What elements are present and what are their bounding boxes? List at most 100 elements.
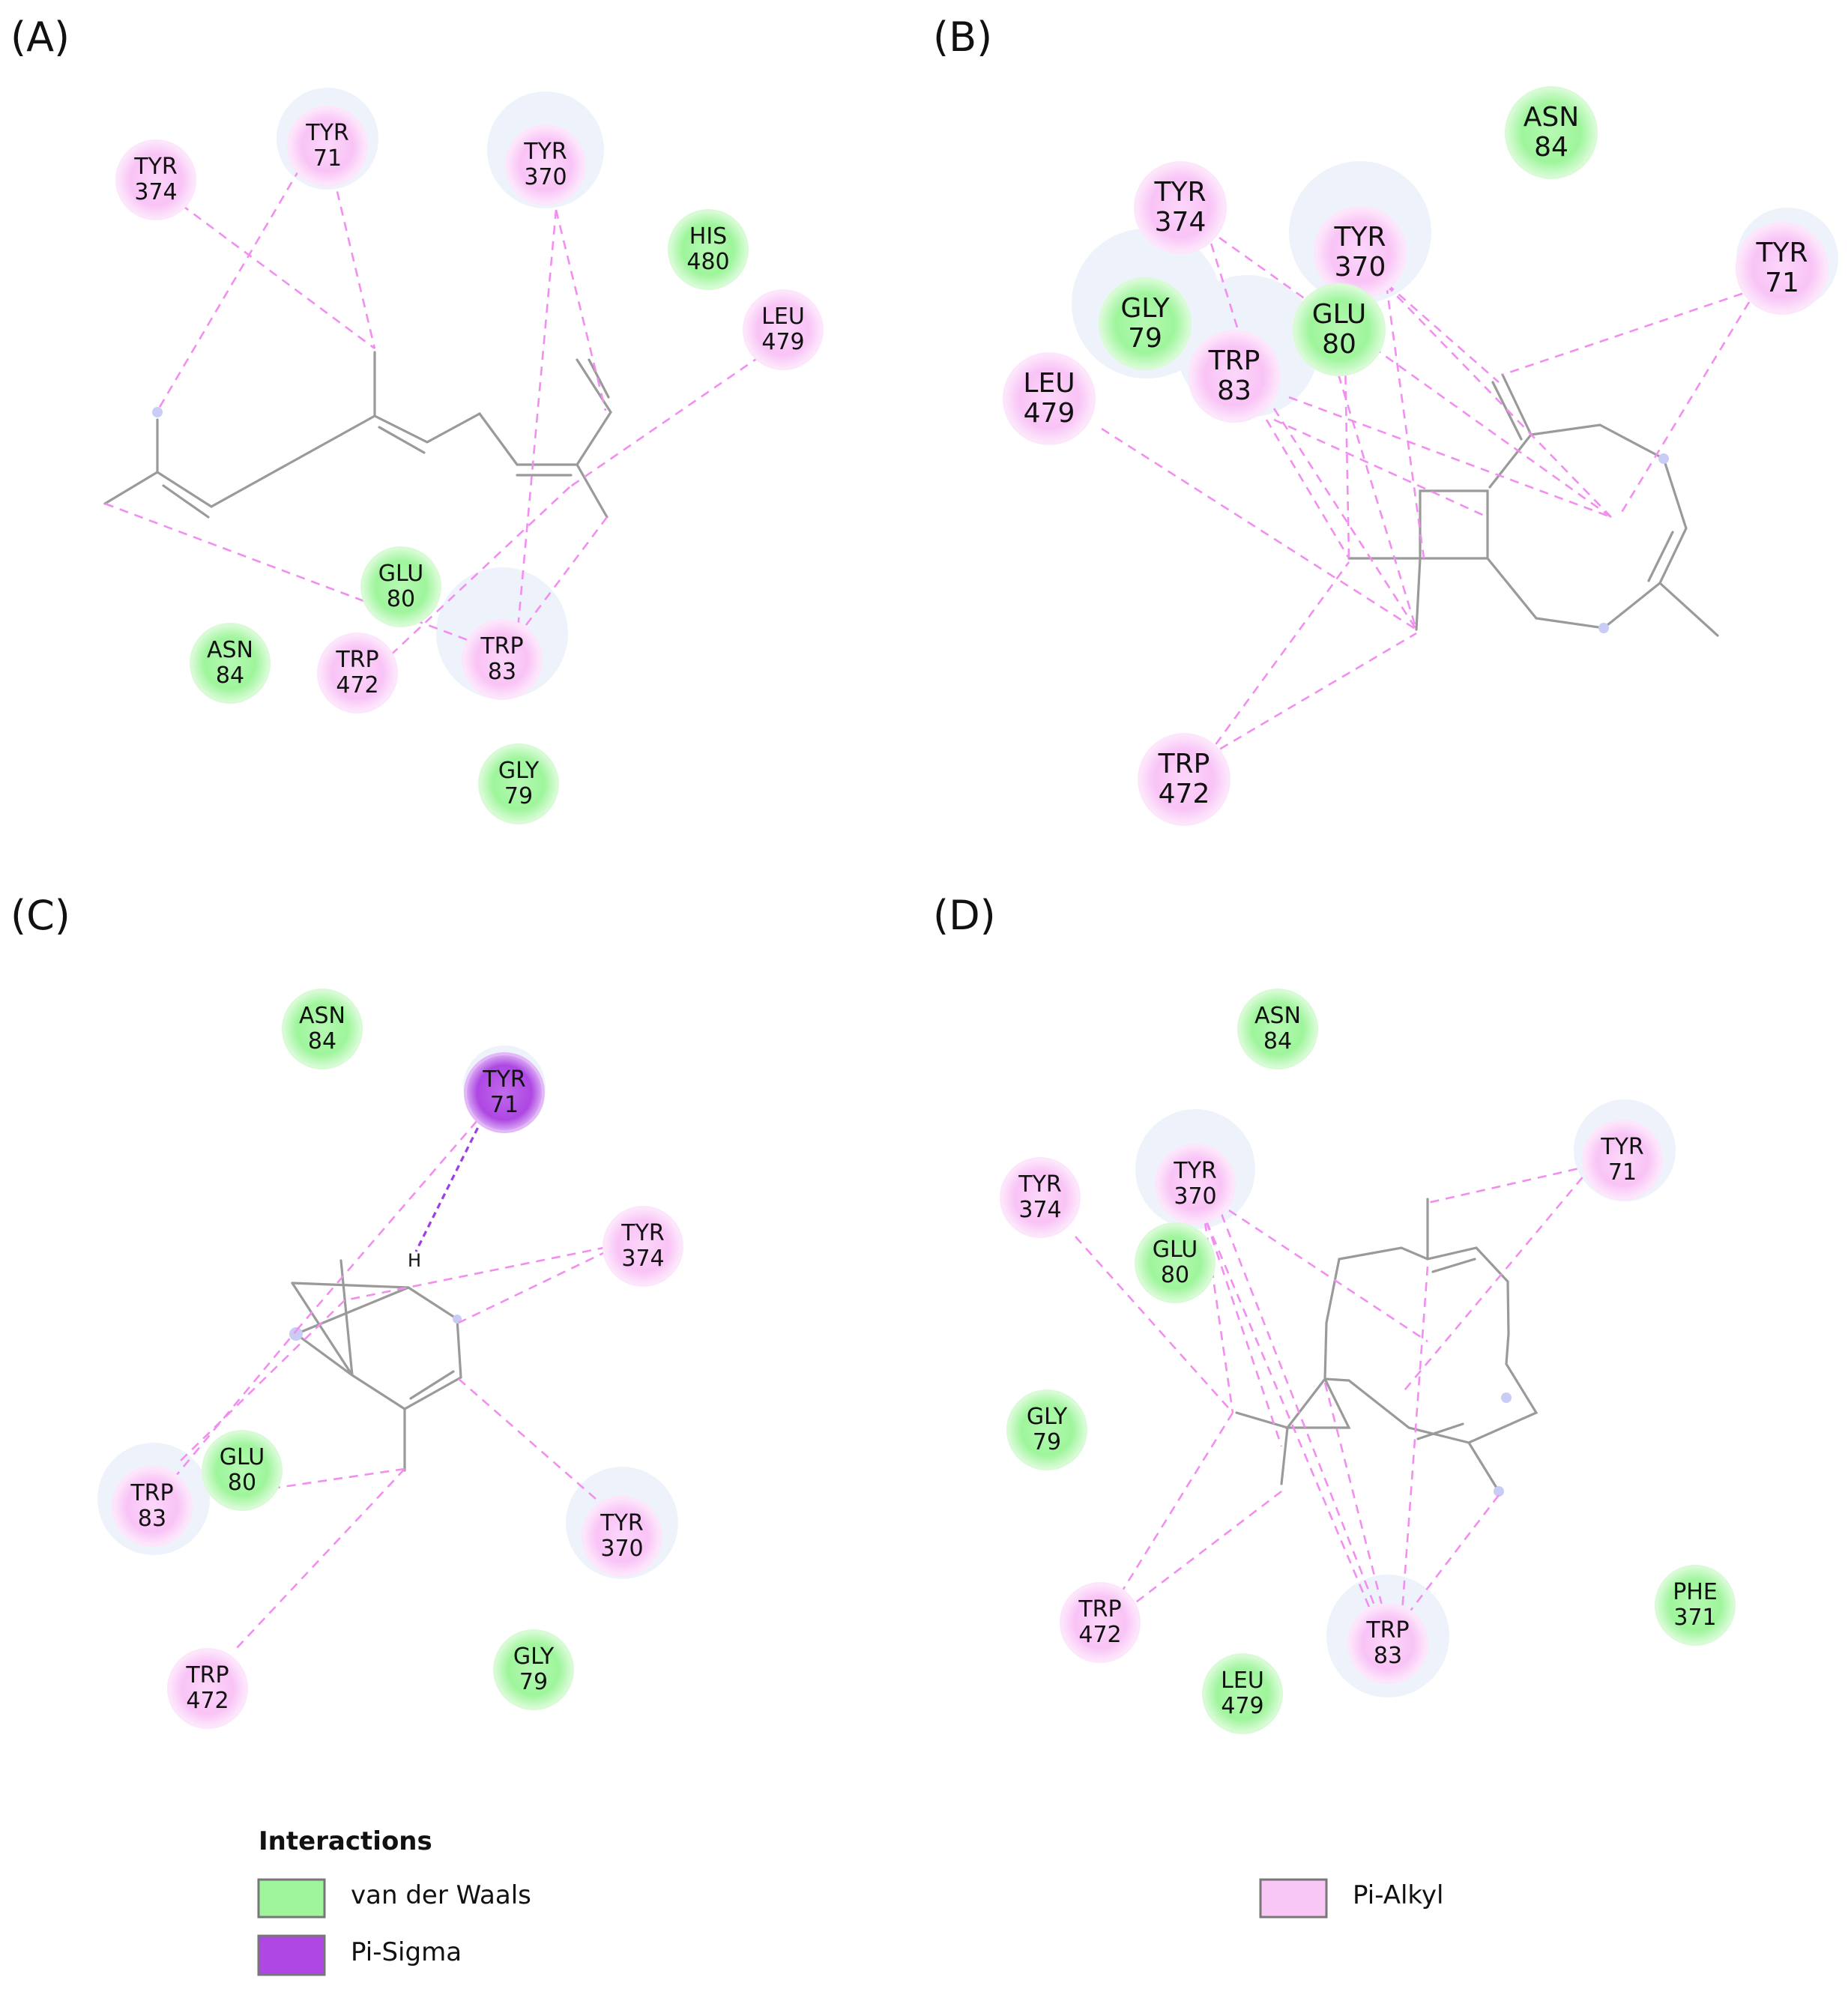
residue-name: LEU — [761, 304, 805, 330]
residue-circle — [505, 124, 586, 205]
residue-name: TYR — [133, 154, 178, 180]
panel-d-label: (D) — [933, 892, 996, 939]
residue-circle — [1655, 1565, 1736, 1646]
residue-circle — [1188, 330, 1281, 423]
residue-circle — [1202, 1653, 1283, 1734]
panel-b-label: (B) — [933, 13, 992, 61]
residue-name: ASN — [207, 637, 253, 663]
residue-circle — [1582, 1120, 1663, 1201]
residue-circle — [167, 1648, 248, 1729]
residue-circle — [1237, 989, 1318, 1069]
residue-circle — [493, 1629, 574, 1710]
residue-name: TYR — [1173, 1158, 1217, 1184]
legend-title: Interactions — [259, 1826, 432, 1856]
residue-number: 79 — [519, 1669, 548, 1695]
interactions-c — [171, 1108, 623, 1650]
residue-circle — [1000, 1157, 1081, 1238]
residue-circle — [1293, 283, 1386, 376]
residue-number: 80 — [228, 1470, 256, 1496]
residue-number: 374 — [1018, 1197, 1061, 1223]
residue-name: TRP — [1158, 749, 1210, 779]
panel-a-label: (A) — [10, 13, 70, 61]
legend: Interactions van der Waals Pi-Sigma Pi-A… — [257, 1826, 1443, 1976]
residue-name: GLY — [513, 1644, 555, 1670]
residue-number: 479 — [761, 329, 804, 355]
residue-name: GLY — [1027, 1404, 1068, 1430]
residue-name: TYR — [600, 1510, 644, 1536]
residue-number: 371 — [1673, 1605, 1716, 1631]
residue-number: 374 — [1155, 207, 1207, 238]
residue-number: 84 — [1263, 1028, 1292, 1054]
residue-name: TRP — [335, 647, 378, 673]
interactions-b — [1101, 227, 1759, 758]
ligand-a — [103, 351, 612, 519]
residue-name: LEU — [1023, 368, 1075, 399]
residue-circle — [115, 139, 196, 220]
residue-name: TYR — [1154, 177, 1207, 208]
panel-c-label: (C) — [10, 892, 70, 939]
residue-number: 479 — [1221, 1693, 1263, 1719]
residue-number: 80 — [387, 586, 415, 612]
residue-circle — [360, 546, 441, 627]
residue-circle — [464, 1052, 545, 1133]
residue-name: TYR — [1600, 1134, 1644, 1160]
legend-swatch-pi-alkyl — [1259, 1878, 1328, 1919]
residue-circle — [1138, 733, 1231, 826]
legend-label-vdw: van der Waals — [351, 1880, 531, 1910]
residue-circle — [287, 106, 368, 187]
residue-number: 79 — [504, 783, 533, 809]
residue-number: 79 — [1128, 323, 1162, 354]
residue-number: 83 — [138, 1506, 166, 1532]
residue-number: 84 — [308, 1028, 336, 1054]
residue-circle — [1155, 1144, 1236, 1225]
residue-number: 374 — [134, 179, 177, 205]
residue-number: 83 — [1217, 375, 1251, 406]
residue-name: GLU — [378, 561, 423, 587]
residue-number: 370 — [1335, 252, 1386, 283]
residue-name: TRP — [480, 633, 523, 660]
interactions-d — [1075, 1164, 1593, 1631]
residue-circle — [112, 1466, 193, 1547]
residue-number: 479 — [1024, 398, 1075, 429]
ligand-d — [1235, 1198, 1539, 1497]
residue-name: TRP — [1365, 1617, 1409, 1644]
legend-label-pi-alkyl: Pi-Alkyl — [1353, 1880, 1443, 1910]
residue-circle — [603, 1206, 683, 1287]
residue-name: GLU — [1312, 299, 1367, 330]
legend-swatch-pi-sigma — [257, 1934, 326, 1976]
residue-number: 480 — [686, 249, 729, 275]
residue-circle — [282, 989, 363, 1069]
residue-name: TYR — [305, 120, 349, 146]
residue-circle — [478, 743, 559, 824]
residue-circle — [668, 209, 749, 290]
residue-circle — [1135, 1222, 1216, 1303]
residue-number: 370 — [1174, 1183, 1216, 1210]
residue-name: ASN — [1254, 1003, 1301, 1029]
